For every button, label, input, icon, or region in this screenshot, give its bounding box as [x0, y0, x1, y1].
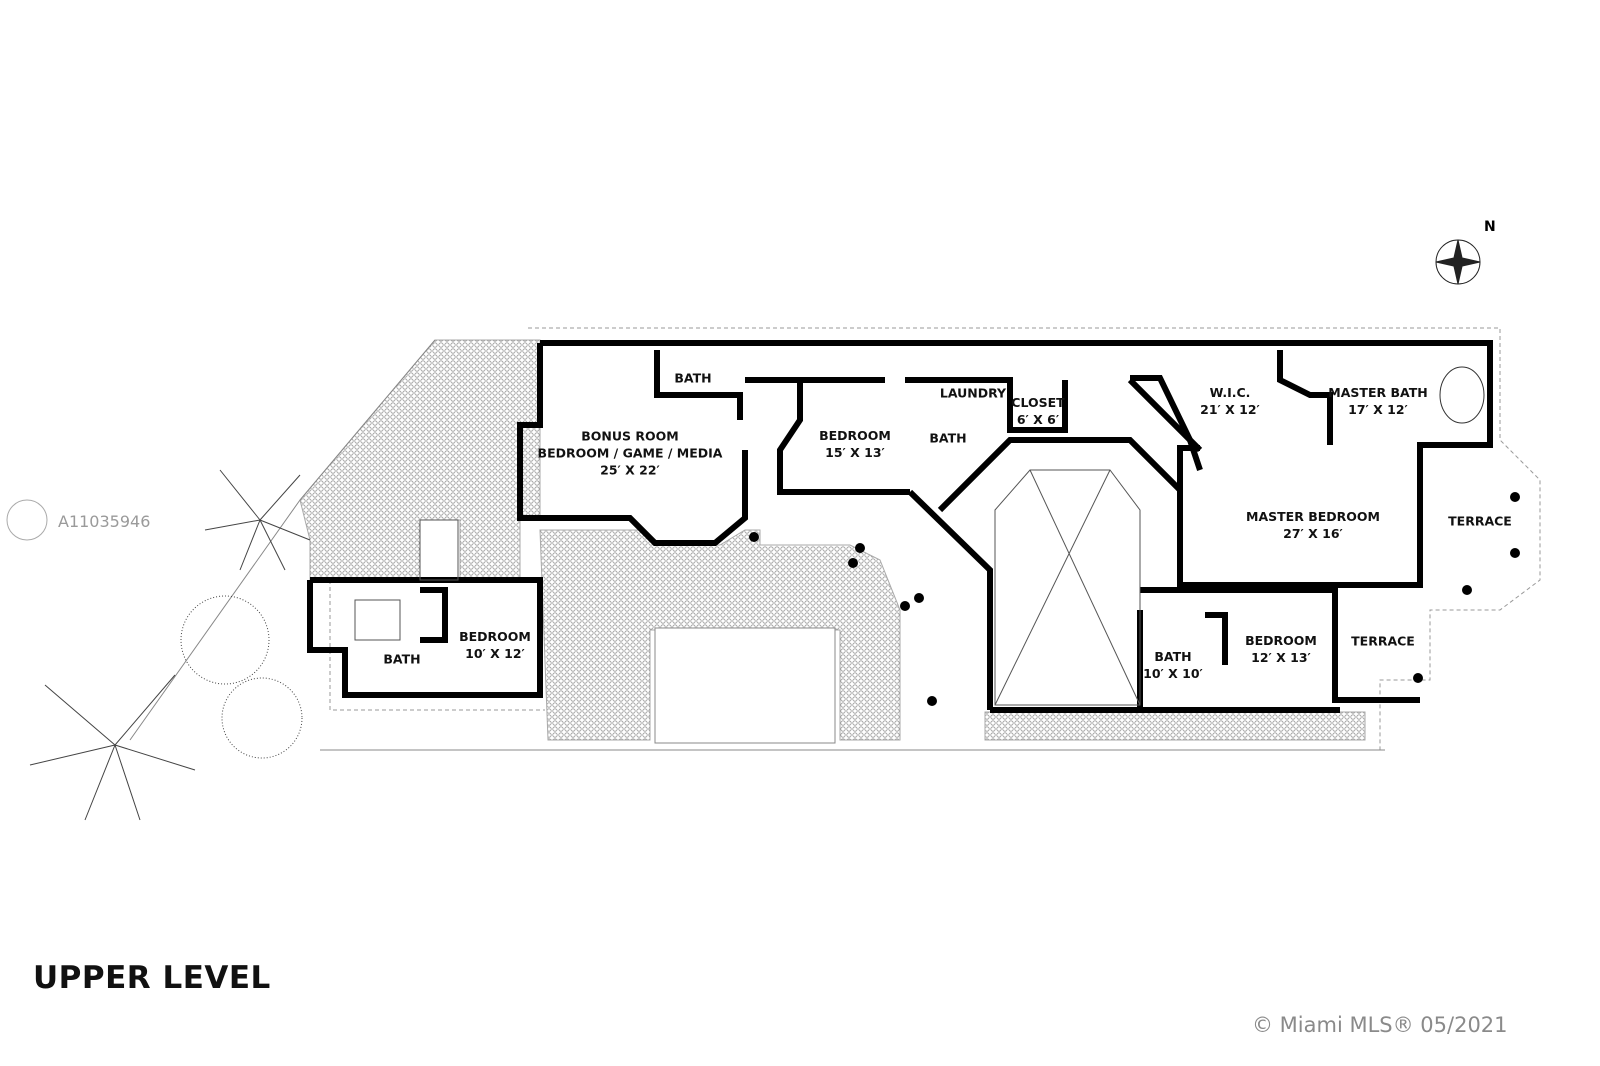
bathtub-icon [1439, 366, 1485, 424]
room-size: 17′ X 12′ [1348, 402, 1408, 417]
room-label-bedroom-3: BEDROOM 12′ X 13′ [1245, 632, 1317, 666]
copyright-notice: © Miami MLS® 05/2021 [1252, 1013, 1508, 1037]
room-name: BATH [929, 430, 967, 446]
paved-area-south [984, 711, 1366, 741]
room-label-master-bath: MASTER BATH 17′ X 12′ [1328, 384, 1427, 418]
room-name: LAUNDRY [939, 385, 1007, 401]
room-name: BONUS ROOM [581, 428, 679, 444]
room-label-bath-3: BATH [383, 651, 420, 668]
room-size: 6′ X 6′ [1016, 412, 1060, 427]
courtyard [654, 627, 836, 744]
room-subtitle: BEDROOM / GAME / MEDIA [537, 445, 723, 461]
level-title: UPPER LEVEL [33, 960, 271, 996]
room-label-bath-1: BATH [674, 370, 711, 387]
room-name: TERRACE [1351, 633, 1415, 649]
room-size: 15′ X 13′ [825, 445, 885, 460]
room-name: BEDROOM [459, 629, 531, 644]
room-label-bath-2: BATH [929, 430, 966, 447]
room-label-laundry: LAUNDRY [940, 385, 1006, 402]
room-size: 12′ X 13′ [1251, 650, 1311, 665]
room-name: BEDROOM [1245, 633, 1317, 648]
room-name: TERRACE [1448, 513, 1512, 529]
dashed-outline-west [329, 580, 545, 711]
compass-north-label: N [1484, 219, 1496, 235]
room-label-terrace-1: TERRACE [1448, 513, 1512, 530]
watermark-id: A11035946 [58, 512, 151, 531]
room-name: W.I.C. [1209, 385, 1251, 400]
room-label-bedroom-2: BEDROOM 10′ X 12′ [459, 628, 531, 662]
room-size: 27′ X 16′ [1283, 526, 1343, 541]
room-label-bath-4: BATH 10′ X 10′ [1143, 648, 1203, 682]
room-label-bedroom-1: BEDROOM 15′ X 13′ [819, 427, 891, 461]
room-name: BATH [383, 651, 421, 667]
room-name: BATH [674, 370, 712, 386]
walls [307, 340, 1493, 713]
stair-atrium [354, 469, 1141, 706]
room-label-master-bedroom: MASTER BEDROOM 27′ X 16′ [1246, 508, 1380, 542]
mls-logo-icon [6, 499, 48, 541]
room-name: BATH [1154, 649, 1192, 664]
room-label-wic: W.I.C. 21′ X 12′ [1200, 384, 1260, 418]
tree-icon [29, 469, 311, 821]
room-label-closet: CLOSET 6′ X 6′ [1011, 394, 1064, 428]
room-name: CLOSET [1011, 395, 1065, 410]
room-label-terrace-2: TERRACE [1351, 633, 1415, 650]
compass-icon [1435, 239, 1481, 285]
room-size: 21′ X 12′ [1200, 402, 1260, 417]
site-line-west [129, 339, 436, 741]
room-name: MASTER BATH [1328, 385, 1428, 400]
columns [749, 492, 1520, 706]
room-name: BEDROOM [819, 428, 891, 443]
room-size: 10′ X 12′ [465, 646, 525, 661]
room-name: MASTER BEDROOM [1246, 509, 1380, 524]
room-size: 25′ X 22′ [600, 462, 660, 478]
room-size: 10′ X 10′ [1143, 666, 1203, 681]
